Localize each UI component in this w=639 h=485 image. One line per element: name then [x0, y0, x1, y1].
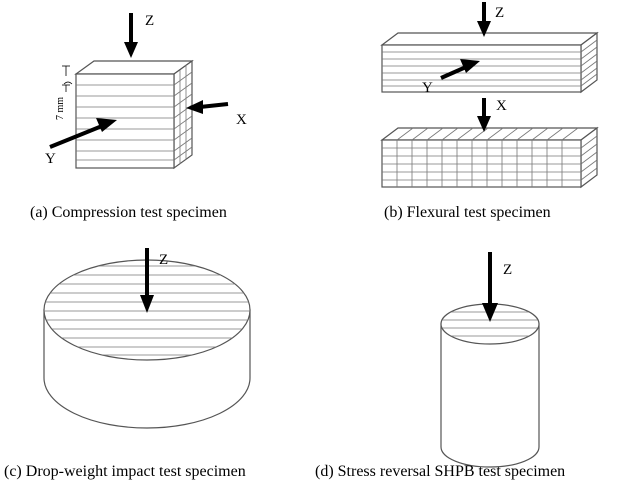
b-x-arrow: [477, 98, 491, 132]
b-y-label: Y: [422, 80, 433, 96]
c-z-arrow: [140, 248, 154, 313]
upper-beam: [380, 31, 599, 94]
d-z-label: Z: [503, 262, 512, 278]
d-z-arrow: [482, 252, 498, 322]
c-z-label: Z: [159, 252, 168, 268]
a-y-arrow: [49, 118, 117, 149]
dimension-label: 7 mm: [55, 97, 66, 120]
b-y-arrow: [440, 59, 480, 80]
upper-beam-front: [381, 44, 582, 93]
compression-specimen: 7 mm Z X Y: [45, 13, 247, 170]
a-x-label: X: [236, 112, 247, 128]
drop-weight-specimen: Z: [43, 248, 251, 429]
a-z-label: Z: [145, 13, 154, 29]
b-z-label: Z: [495, 5, 504, 21]
a-y-label: Y: [45, 151, 56, 167]
caption-d: (d) Stress reversal SHPB test specimen: [315, 463, 565, 480]
cube-right-face: [173, 59, 193, 170]
b-x-label: X: [496, 98, 507, 114]
dimension-marker: 7 mm: [55, 65, 73, 120]
a-x-arrow: [186, 100, 229, 114]
lower-beam: [380, 126, 599, 189]
cube-front-face: [75, 73, 175, 169]
a-z-arrow: [124, 13, 138, 58]
flexural-specimen: Z Y: [380, 2, 599, 189]
b-z-arrow: [477, 2, 491, 37]
caption-a: (a) Compression test specimen: [30, 204, 227, 221]
shpb-specimen: Z: [440, 252, 540, 468]
cube-top-face: [74, 60, 194, 75]
cube-right-grid: [173, 65, 193, 164]
caption-b: (b) Flexural test specimen: [384, 204, 551, 221]
cylinder-side: [440, 323, 540, 468]
upper-beam-top: [380, 32, 599, 46]
caption-c: (c) Drop-weight impact test specimen: [4, 463, 246, 480]
